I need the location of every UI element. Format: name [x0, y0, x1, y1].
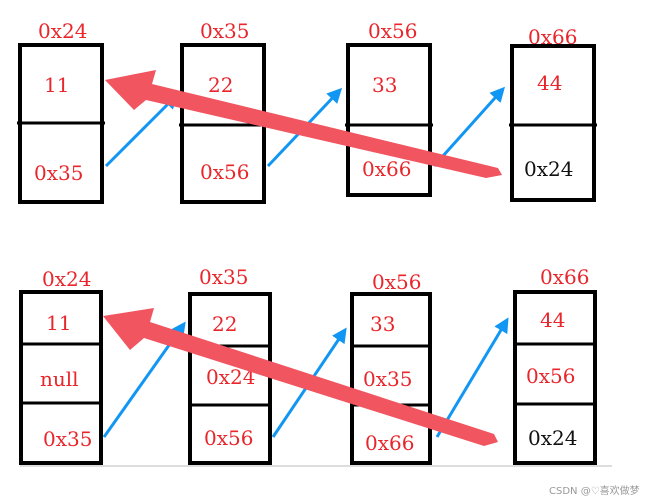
- bottom-node-0x56: 0x56 33 0x35 0x66: [350, 270, 432, 465]
- top-node-address: 0x35: [200, 19, 249, 43]
- node-value: 33: [370, 312, 395, 336]
- node-next: 0x24: [524, 157, 573, 181]
- next-pointer-arrow: [435, 317, 509, 438]
- node-box: [513, 290, 597, 465]
- node-next: 0x35: [34, 161, 83, 185]
- top-row: 0x24 11 0x35 0x35 22 0x56 0x56 33 0x66 0…: [17, 19, 597, 204]
- node-value: 11: [46, 311, 71, 335]
- node-next: 0x35: [43, 427, 92, 451]
- node-prev: 0x56: [526, 364, 575, 388]
- node-next: 0x24: [528, 426, 577, 450]
- bottom-node-address: 0x35: [199, 265, 248, 289]
- bottom-node-address: 0x66: [540, 265, 589, 289]
- node-next: 0x56: [200, 160, 249, 184]
- node-next: 0x66: [365, 431, 414, 455]
- node-next: 0x66: [362, 157, 411, 181]
- next-pointer-arrow: [432, 86, 506, 168]
- node-value: 44: [540, 308, 565, 332]
- bottom-row: 0x24 11 null 0x35 0x35 22 0x24 0x56 0x56…: [19, 265, 612, 467]
- node-value: 22: [212, 312, 237, 336]
- watermark-text: CSDN @♡喜欢做梦: [549, 484, 640, 497]
- top-node-0x24: 0x24 11 0x35: [17, 19, 105, 204]
- bottom-node-address: 0x24: [42, 267, 91, 291]
- tail-to-head-arrow: [103, 308, 498, 446]
- node-box: [510, 44, 596, 202]
- top-node-0x35: 0x35 22 0x56: [179, 19, 267, 204]
- node-box: [346, 43, 432, 197]
- node-prev: null: [40, 367, 79, 391]
- node-box: [350, 292, 432, 465]
- top-node-address: 0x24: [38, 19, 87, 43]
- tail-to-head-arrow: [105, 70, 502, 178]
- node-box: [188, 292, 272, 465]
- node-value: 44: [537, 71, 562, 95]
- node-next: 0x56: [204, 426, 253, 450]
- bottom-node-0x24: 0x24 11 null 0x35: [19, 267, 103, 465]
- bottom-node-0x66: 0x66 44 0x56 0x24: [513, 265, 597, 465]
- node-value: 22: [208, 73, 233, 97]
- node-value: 33: [372, 73, 397, 97]
- top-node-0x66: 0x66 44 0x24: [509, 25, 597, 202]
- top-node-address: 0x56: [368, 19, 417, 43]
- bottom-node-address: 0x56: [372, 270, 421, 294]
- node-prev: 0x35: [363, 367, 412, 391]
- top-node-0x56: 0x56 33 0x66: [345, 19, 433, 197]
- next-pointer-arrow: [104, 93, 179, 168]
- node-box: [19, 290, 103, 465]
- node-value: 11: [44, 73, 69, 97]
